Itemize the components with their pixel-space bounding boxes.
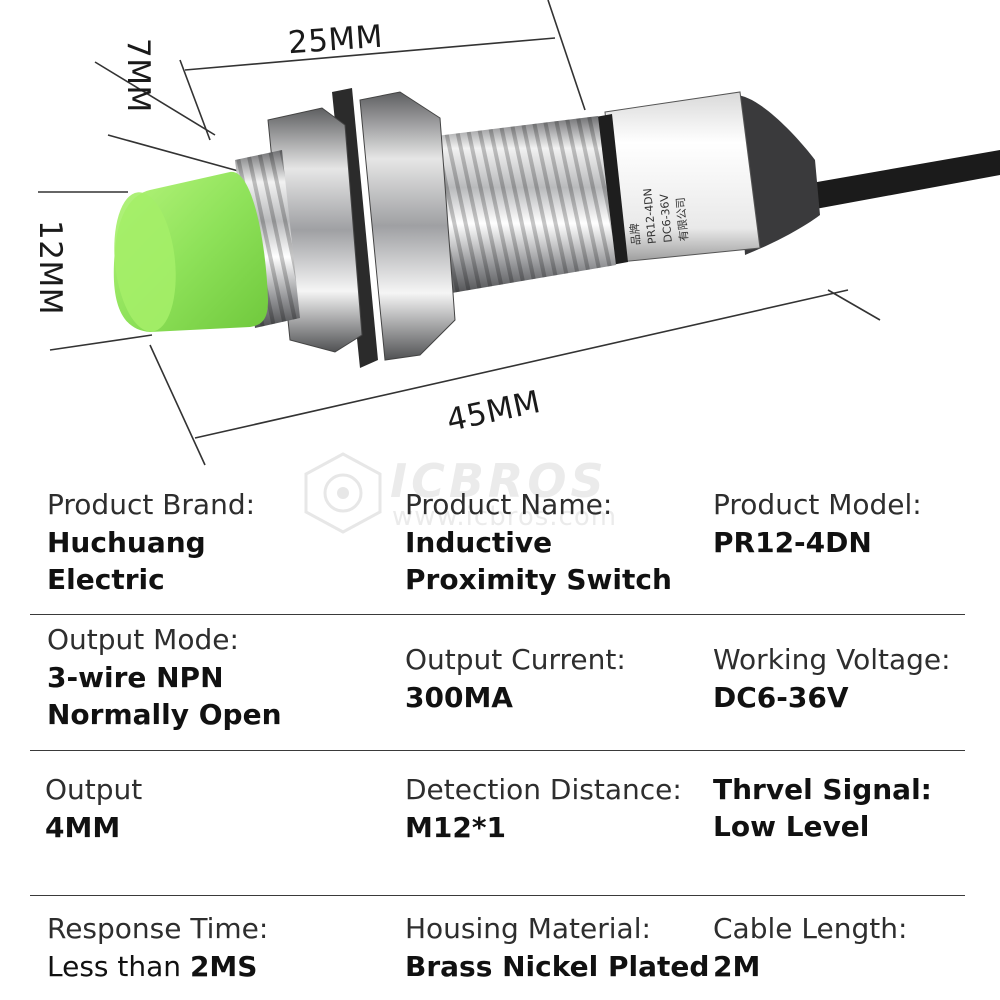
- spec-value: Huchuang: [47, 526, 206, 559]
- spec-label: Thrvel Signal:: [713, 773, 932, 806]
- spec-value: Electric: [47, 563, 165, 596]
- spec-value: DC6-36V: [713, 681, 849, 714]
- watermark-brand: ICBROS: [390, 454, 608, 508]
- spec-cell-output-current: Output Current: 300MA: [405, 641, 626, 716]
- spec-cell-working-voltage: Working Voltage: DC6-36V: [713, 641, 951, 716]
- spec-label: Output: [45, 773, 143, 806]
- spec-cell-model: Product Model: PR12-4DN: [713, 486, 922, 561]
- spec-value: Inductive: [405, 526, 553, 559]
- dim-total-length: 45MM: [443, 384, 543, 439]
- spec-value: Brass Nickel Plated: [405, 950, 710, 983]
- spec-value: Proximity Switch: [405, 563, 672, 596]
- spec-table: Product Brand: Huchuang Electric Product…: [30, 480, 965, 996]
- dimension-lines: [38, 0, 881, 466]
- spec-label: Cable Length:: [713, 912, 908, 945]
- spec-value: M12*1: [405, 811, 506, 844]
- watermark-logo-icon: [304, 452, 382, 534]
- spec-row: Output 4MM Detection Distance: M12*1 Thr…: [30, 751, 965, 896]
- spec-label: Output Current:: [405, 643, 626, 676]
- hex-nut: [359, 91, 456, 361]
- spec-value: 2M: [713, 950, 761, 983]
- spec-row: Output Mode: 3-wire NPN Normally Open Ou…: [30, 615, 965, 751]
- label-text-line: PR12-4DN: [641, 188, 659, 245]
- spec-cell-housing-material: Housing Material: Brass Nickel Plated: [405, 910, 709, 985]
- spec-cell-brand: Product Brand: Huchuang Electric: [47, 486, 255, 598]
- spec-label: Product Name:: [405, 488, 613, 521]
- spec-value: 2MS: [189, 950, 258, 983]
- label-text-line: 有限公司: [673, 197, 691, 242]
- spec-cell-signal: Thrvel Signal: Low Level: [713, 771, 932, 845]
- spec-value-prefix: Less than: [47, 950, 190, 983]
- spec-value: 300MA: [405, 681, 513, 714]
- spec-value: PR12-4DN: [713, 526, 872, 559]
- spec-cell-detection-distance: Detection Distance: M12*1: [405, 771, 682, 846]
- spec-cell-output: Output 4MM: [45, 771, 142, 846]
- spec-label: Working Voltage:: [713, 643, 951, 676]
- spec-cell-name: Product Name: Inductive Proximity Switch: [405, 486, 672, 598]
- spec-value: Normally Open: [47, 698, 282, 731]
- spec-row: Product Brand: Huchuang Electric Product…: [30, 480, 965, 615]
- spec-value: 4MM: [45, 811, 121, 844]
- label-text-line: DC6-36V: [658, 193, 675, 243]
- spec-label: Detection Distance:: [405, 773, 682, 806]
- spec-cell-response-time: Response Time: Less than 2MS: [47, 910, 268, 985]
- dim-thread-height: 7MM: [120, 38, 156, 113]
- spec-label: Output Mode:: [47, 623, 239, 656]
- watermark: ICBROS www.icbros.com: [300, 450, 720, 540]
- dim-top-width: 25MM: [287, 19, 384, 62]
- spec-label: Housing Material:: [405, 912, 651, 945]
- cable: [800, 150, 1000, 210]
- dim-head-diameter: 12MM: [32, 220, 68, 315]
- spec-cell-cable-length: Cable Length: 2M: [713, 910, 907, 985]
- spec-label: Product Model:: [713, 488, 922, 521]
- product-illustration: 品牌 PR12-4DN DC6-36V 有限公司 25MM 7MM 12MM 4…: [32, 0, 1000, 466]
- spec-value: 3-wire NPN: [47, 661, 224, 694]
- spec-row: Response Time: Less than 2MS Housing Mat…: [30, 896, 965, 996]
- spec-cell-output-mode: Output Mode: 3-wire NPN Normally Open: [47, 621, 282, 733]
- watermark-url: www.icbros.com: [392, 502, 618, 532]
- label-text-line: 品牌: [627, 223, 643, 246]
- spec-label: Response Time:: [47, 912, 269, 945]
- spec-label: Product Brand:: [47, 488, 256, 521]
- spec-value: Low Level: [713, 810, 870, 843]
